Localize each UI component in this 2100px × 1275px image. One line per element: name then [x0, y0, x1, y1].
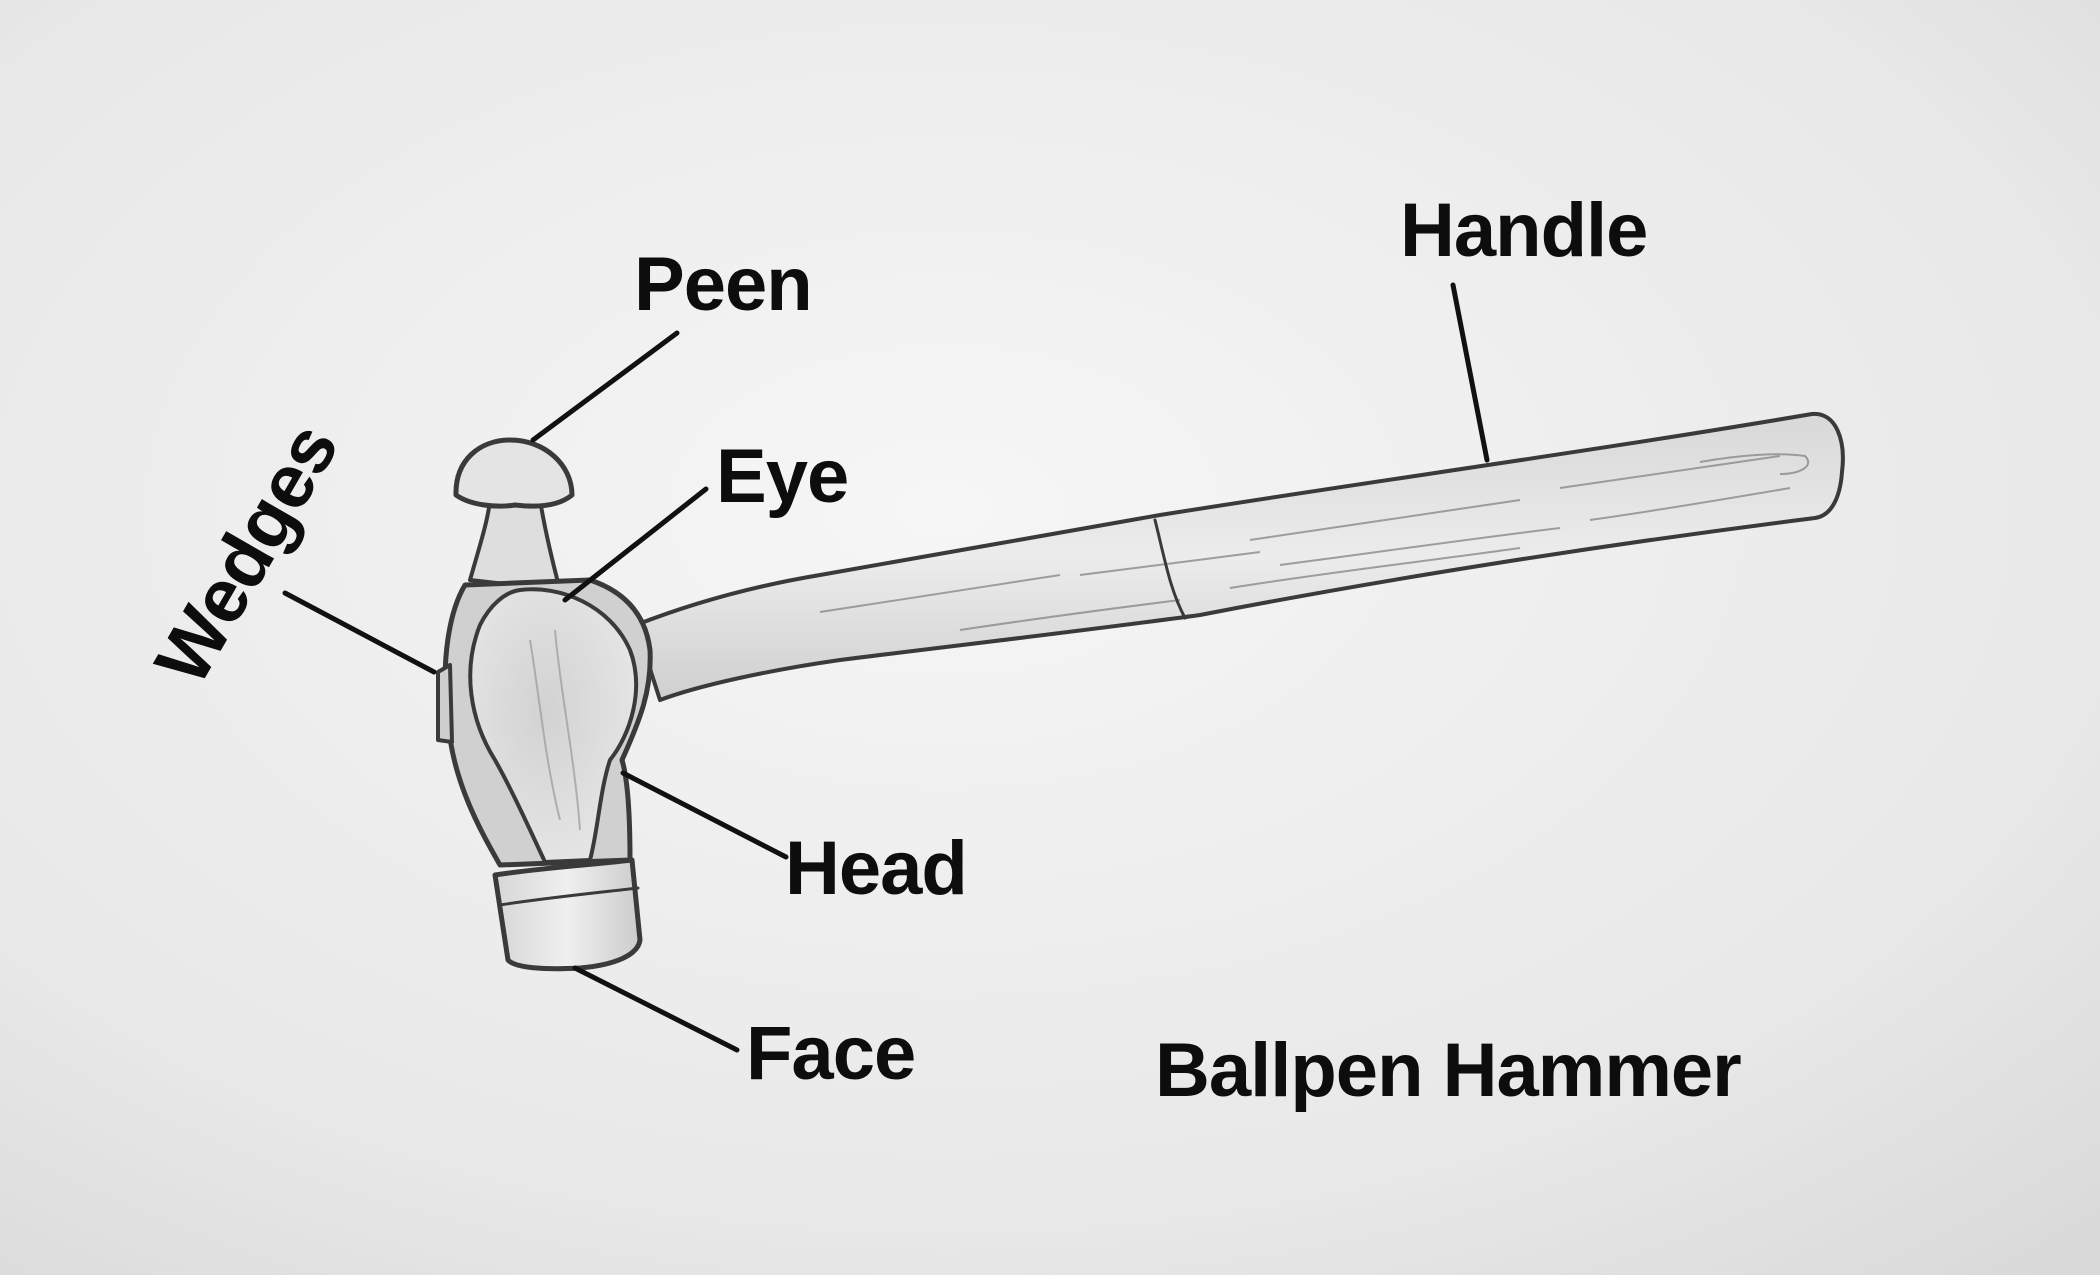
label-peen: Peen	[634, 242, 812, 327]
face-leader-line	[572, 965, 740, 1053]
diagram-title: Ballpen Hammer	[1155, 1028, 1741, 1113]
wedges-shape	[436, 663, 454, 744]
face-shape	[492, 857, 643, 972]
label-handle: Handle	[1400, 188, 1647, 273]
label-face: Face	[746, 1011, 915, 1096]
eye-shape	[468, 587, 639, 864]
label-eye: Eye	[716, 434, 848, 519]
wedges-leader-line	[282, 590, 437, 675]
eye-leader-line	[562, 486, 709, 603]
head-leader-line	[620, 770, 789, 860]
hammer-handle	[634, 411, 1845, 702]
peen-leader-line	[530, 330, 680, 443]
label-head: Head	[785, 826, 967, 911]
peen-dome	[453, 437, 575, 509]
hammer-head	[436, 437, 653, 972]
handle-leader-line	[1450, 282, 1490, 463]
